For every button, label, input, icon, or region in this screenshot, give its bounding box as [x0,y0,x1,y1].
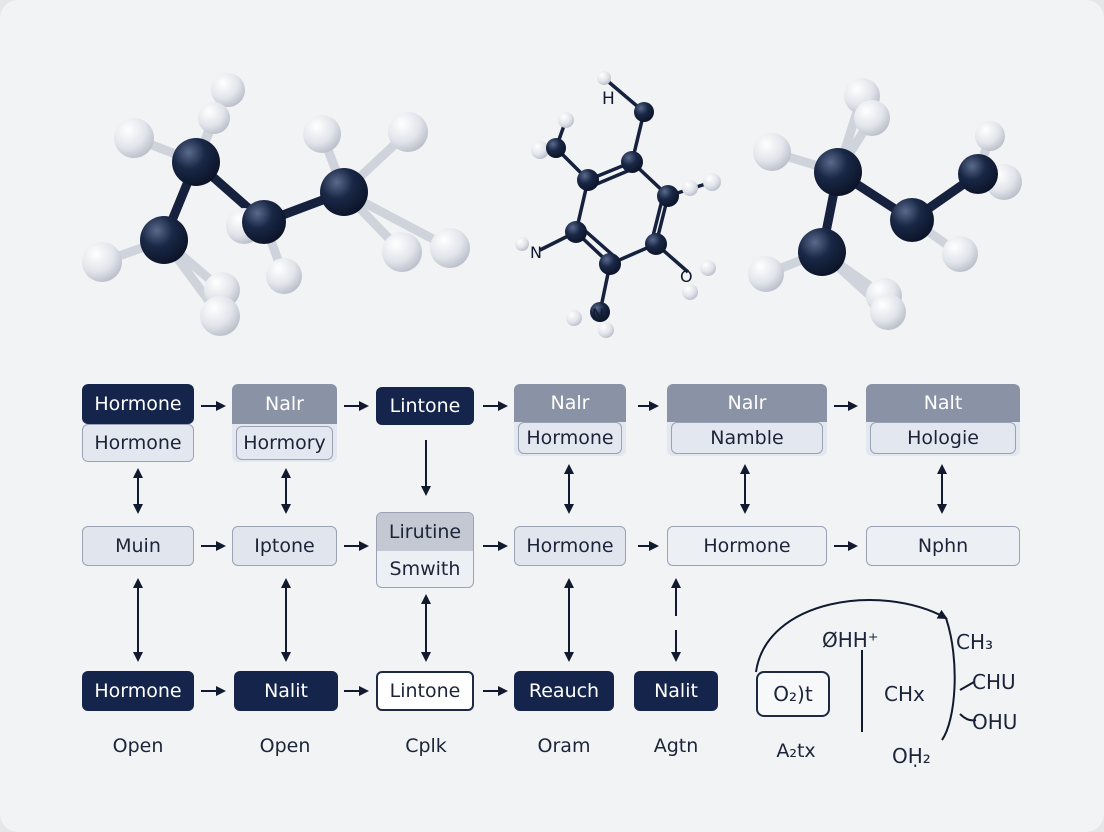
node-r1-c5-top: Nalr [667,384,827,422]
node-r3-c4[interactable]: Reauch [514,671,614,711]
horizontal-arrows [201,401,858,696]
node-r1-c5-bottom: Namble [671,422,823,454]
caption-5: Agtn [653,735,699,757]
chem-o2t-box: O₂)t [756,671,830,717]
molecule-center: H N N O [515,71,721,338]
node-r3-c1[interactable]: Hormone [82,671,194,711]
node-r1-c4[interactable]: Nalr Hormone [514,384,626,456]
node-r2-c1[interactable]: Muin [82,526,194,566]
node-r1-c2-bottom: Hormory [236,426,333,460]
atom-label-n1: N [530,243,542,262]
chem-oh2: OḤ₂ [892,744,931,768]
node-r2-c3-top: Lirutine [377,513,473,551]
node-r1-c6-top: Nalt [866,384,1020,422]
node-r2-c2[interactable]: Iptone [232,526,337,566]
bond-ohu [959,713,977,722]
node-r2-c6[interactable]: Nphn [866,526,1020,566]
curved-line [941,617,956,741]
node-r1-c4-bottom: Hormone [518,422,622,454]
atom-label-o: O [680,267,693,286]
caption-2: Open [259,735,311,757]
molecule-right-atoms [748,78,1022,330]
reaction-sketch [755,599,977,741]
node-r1-c1-top: Hormone [82,384,194,424]
node-r1-c1[interactable]: Hormone Hormone [82,384,194,462]
node-r1-c1-bottom: Hormone [82,424,194,462]
node-r1-c3[interactable]: Lintone [376,387,474,425]
node-r1-c2-top: Nalr [232,384,337,424]
node-r3-c5[interactable]: Nalit [634,671,718,711]
vertical-arrows [133,440,947,662]
node-r3-c3[interactable]: Lintone [376,671,474,711]
curved-arrow [755,599,948,673]
node-r1-c4-top: Nalr [514,384,626,422]
chem-ohh: ØHH⁺ [822,628,879,652]
node-r1-c6-bottom: Hologie [870,422,1016,454]
node-r1-c6[interactable]: Nalt Hologie [866,384,1020,456]
caption-3: Cplk [405,735,447,757]
chem-ch3: CH₃ [956,630,994,654]
node-r1-c2[interactable]: Nalr Hormory [232,384,337,462]
chem-chu: CHU [972,670,1016,694]
node-r1-c5[interactable]: Nalr Namble [667,384,827,456]
chem-ohu: OHU [972,710,1018,734]
node-r2-c5[interactable]: Hormone [667,526,827,566]
atom-label-n2: N [592,305,604,324]
node-r2-c3-bottom: Smwith [389,558,461,580]
chem-chx: CHx [884,682,925,706]
node-r2-c4[interactable]: Hormone [514,526,626,566]
atom-label-h: H [602,89,615,109]
molecule-left-atoms [82,73,470,336]
node-r3-c2[interactable]: Nalit [234,671,338,711]
bond-chu [959,681,975,691]
node-r2-c3[interactable]: Lirutine Smwith [376,512,474,588]
caption-6: A₂tx [776,740,816,762]
caption-4: Oram [537,735,591,757]
caption-1: Open [112,735,164,757]
